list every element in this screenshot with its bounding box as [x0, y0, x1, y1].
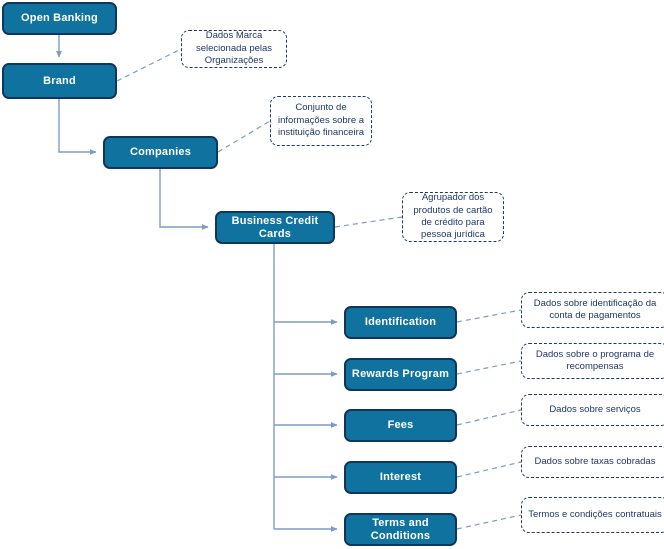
leader-fees-callout: [456, 409, 522, 426]
node-rewards-program[interactable]: Rewards Program: [344, 358, 457, 391]
node-fees[interactable]: Fees: [344, 409, 457, 442]
leader-brand-callout: [116, 48, 182, 82]
node-open-banking[interactable]: Open Banking: [2, 2, 117, 35]
callout-terms-and-conditions: Termos e condições contratuais: [521, 497, 664, 533]
leader-identification-callout: [456, 309, 522, 323]
node-interest[interactable]: Interest: [344, 461, 457, 494]
connector-companies-businesscreditcards: [159, 169, 209, 230]
node-companies[interactable]: Companies: [103, 136, 218, 169]
node-business-credit-cards[interactable]: Business Credit Cards: [215, 211, 335, 244]
connector-brand-companies: [58, 99, 97, 155]
node-terms-and-conditions[interactable]: Terms and Conditions: [344, 513, 457, 546]
callout-rewards-program: Dados sobre o programa de recompensas: [521, 343, 664, 379]
callout-interest: Dados sobre taxas cobradas: [521, 446, 664, 478]
callout-companies: Conjunto de informações sobre a institui…: [270, 96, 372, 146]
callout-identification: Dados sobre identificação da conta de pa…: [521, 292, 664, 328]
leader-companies-callout: [217, 120, 271, 153]
node-identification[interactable]: Identification: [344, 306, 457, 339]
callout-business-credit-cards: Agrupador dos produtos de cartão de créd…: [402, 192, 504, 242]
node-brand[interactable]: Brand: [2, 63, 117, 99]
callout-fees: Dados sobre serviços: [521, 394, 664, 426]
leader-businesscreditcards-callout: [334, 216, 403, 228]
leader-rewardsprogram-callout: [456, 360, 522, 375]
leader-termsandconditions-callout: [456, 514, 522, 530]
leader-interest-callout: [456, 461, 522, 478]
callout-brand: Dados Marca selecionada pelas Organizaçõ…: [181, 30, 287, 68]
